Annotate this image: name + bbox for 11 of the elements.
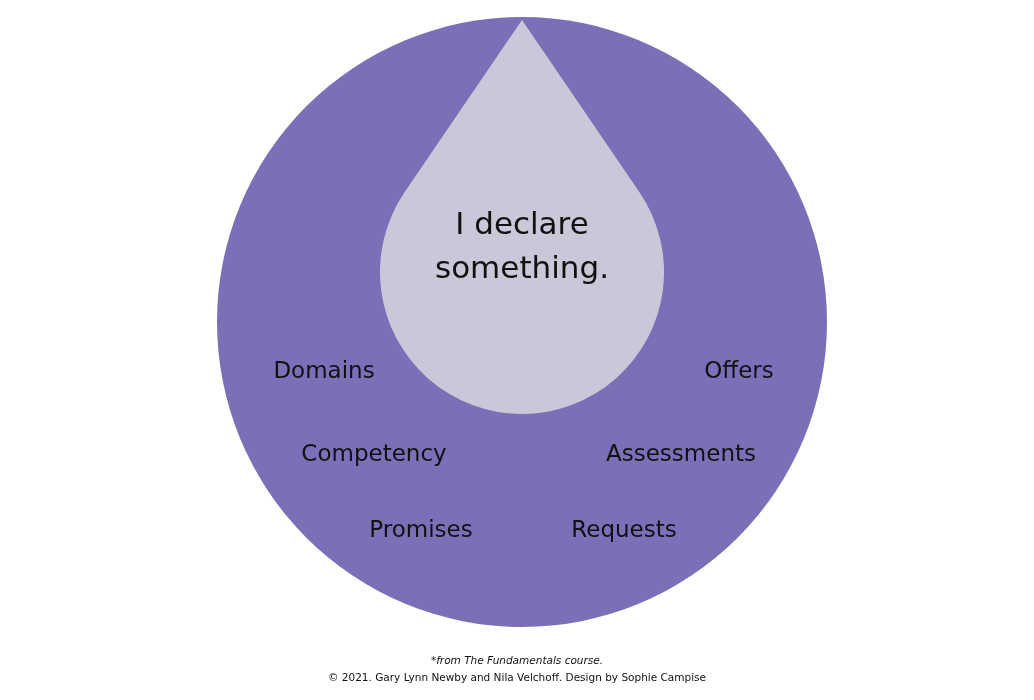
drop-shape — [380, 20, 664, 414]
drop-text: I declare something. — [434, 203, 610, 287]
copyright-note: © 2021. Gary Lynn Newby and Nila Velchoff. Design by Sophie Campise — [328, 671, 706, 683]
circle-label: Assessments — [606, 440, 756, 466]
source-note: *from The Fundamentals course. — [430, 654, 604, 666]
circle-label: Domains — [273, 357, 375, 383]
outer-circle — [217, 17, 827, 627]
circle-label: Competency — [301, 440, 447, 466]
circle-label: Promises — [369, 516, 473, 542]
circle-label: Requests — [571, 516, 677, 542]
circle-label: Offers — [704, 357, 774, 383]
